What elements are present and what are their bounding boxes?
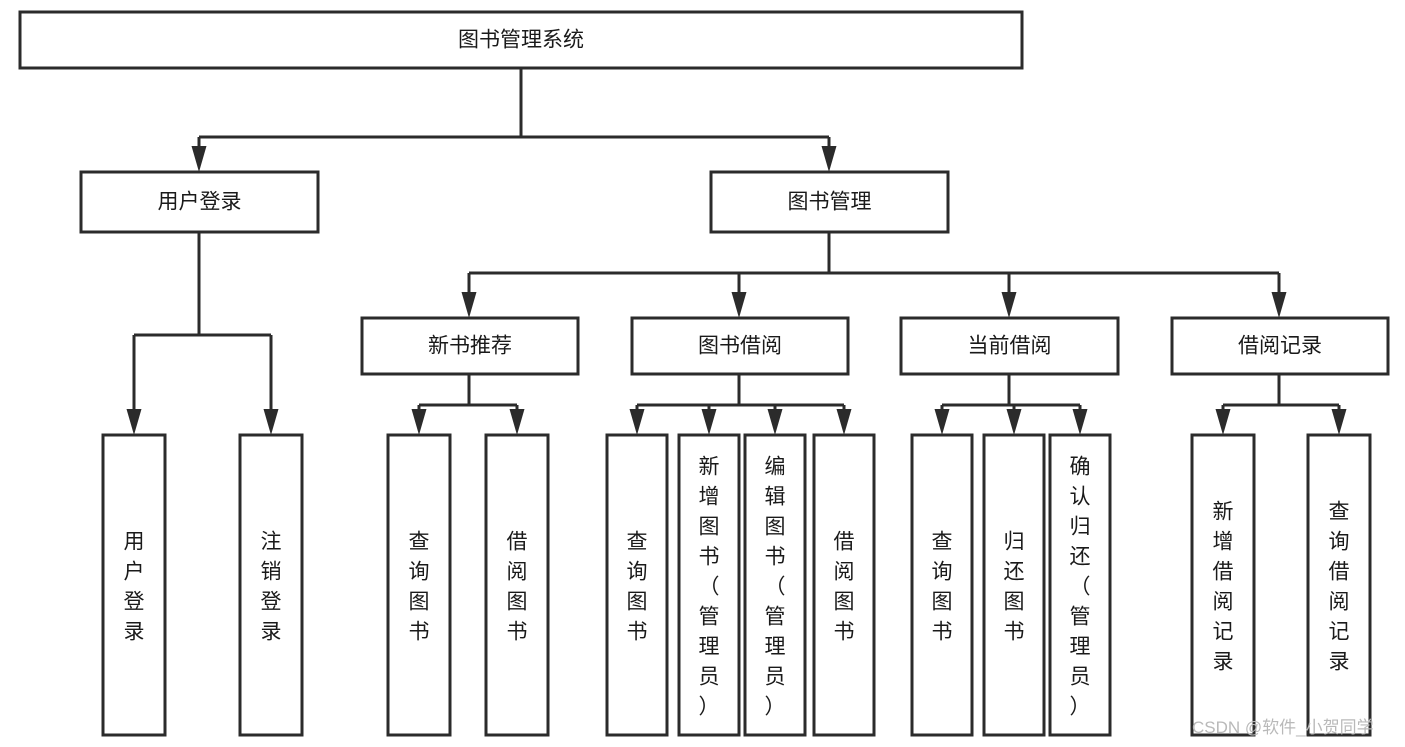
arrow-head-icon	[509, 409, 525, 435]
node-label: 查询借阅记录	[1329, 500, 1350, 673]
node-leaf-10[interactable]: 确认归还（管理员）	[1048, 433, 1112, 737]
arrow-head-icon	[126, 409, 142, 435]
node-label: 借阅图书	[507, 530, 528, 643]
node-leaf-4[interactable]: 查询图书	[605, 433, 669, 737]
node-label: 借阅图书	[834, 530, 855, 643]
csdn-watermark: CSDN @软件_小贺同学	[1192, 718, 1374, 737]
node-leaf-0[interactable]: 用户登录	[101, 433, 167, 737]
node-label: 新书推荐	[428, 335, 512, 358]
node-leaf-8[interactable]: 查询图书	[910, 433, 974, 737]
node-label: 注销登录	[261, 530, 282, 643]
node-label: 确认归还（管理员）	[1070, 455, 1091, 718]
node-label: 借阅记录	[1238, 335, 1322, 358]
connector-current-to-leaves	[934, 374, 1088, 435]
node-box[interactable]	[484, 433, 550, 737]
node-box[interactable]	[18, 10, 1024, 70]
arrow-head-icon	[731, 292, 747, 318]
connector-borrow-to-leaves	[629, 374, 852, 435]
node-label: 新增借阅记录	[1213, 500, 1234, 673]
node-leaf-9[interactable]: 归还图书	[982, 433, 1046, 737]
node-box[interactable]	[238, 433, 304, 737]
connector-record-to-leaves	[1215, 374, 1347, 435]
node-level2-0[interactable]: 用户登录	[79, 170, 320, 234]
arrow-head-icon	[1215, 409, 1231, 435]
node-box[interactable]	[743, 433, 807, 737]
node-box[interactable]	[360, 316, 580, 376]
nodes-layer: 图书管理系统用户登录图书管理新书推荐图书借阅当前借阅借阅记录用户登录注销登录查询…	[18, 10, 1390, 737]
node-box[interactable]	[1048, 433, 1112, 737]
node-label: 图书借阅	[698, 335, 782, 358]
arrow-head-icon	[263, 409, 279, 435]
node-label: 图书管理	[788, 191, 872, 214]
connector-book-mgmt-to-level3	[461, 232, 1287, 318]
node-box[interactable]	[982, 433, 1046, 737]
node-leaf-6[interactable]: 编辑图书（管理员）	[743, 433, 807, 737]
node-label: 归还图书	[1004, 530, 1025, 643]
arrow-head-icon	[934, 409, 950, 435]
node-box[interactable]	[899, 316, 1120, 376]
node-leaf-11[interactable]: 新增借阅记录	[1190, 433, 1256, 737]
node-box[interactable]	[605, 433, 669, 737]
node-box[interactable]	[677, 433, 741, 737]
arrow-head-icon	[836, 409, 852, 435]
connector-new-book-to-leaves	[411, 374, 525, 435]
node-level3-1[interactable]: 图书借阅	[630, 316, 850, 376]
node-level3-2[interactable]: 当前借阅	[899, 316, 1120, 376]
node-box[interactable]	[1190, 433, 1256, 737]
connector-user-login-to-leaves	[126, 232, 279, 435]
connectors-layer	[126, 68, 1347, 435]
node-box[interactable]	[630, 316, 850, 376]
arrow-head-icon	[191, 146, 207, 172]
node-leaf-3[interactable]: 借阅图书	[484, 433, 550, 737]
node-level3-0[interactable]: 新书推荐	[360, 316, 580, 376]
arrow-head-icon	[821, 146, 837, 172]
arrow-head-icon	[411, 409, 427, 435]
node-level2-1[interactable]: 图书管理	[709, 170, 950, 234]
node-leaf-12[interactable]: 查询借阅记录	[1306, 433, 1372, 737]
arrow-head-icon	[1271, 292, 1287, 318]
arrow-head-icon	[1331, 409, 1347, 435]
node-box[interactable]	[386, 433, 452, 737]
node-label: 用户登录	[124, 530, 145, 643]
node-box[interactable]	[79, 170, 320, 234]
node-box[interactable]	[101, 433, 167, 737]
node-box[interactable]	[1306, 433, 1372, 737]
arrow-head-icon	[701, 409, 717, 435]
node-label: 查询图书	[932, 530, 953, 643]
arrow-head-icon	[1072, 409, 1088, 435]
node-label: 用户登录	[158, 191, 242, 214]
node-label: 新增图书（管理员）	[699, 455, 720, 718]
node-leaf-5[interactable]: 新增图书（管理员）	[677, 433, 741, 737]
node-leaf-7[interactable]: 借阅图书	[812, 433, 876, 737]
connector-root-to-level2	[191, 68, 837, 172]
arrow-head-icon	[629, 409, 645, 435]
node-label: 查询图书	[627, 530, 648, 643]
node-box[interactable]	[910, 433, 974, 737]
node-level3-3[interactable]: 借阅记录	[1170, 316, 1390, 376]
node-leaf-2[interactable]: 查询图书	[386, 433, 452, 737]
arrow-head-icon	[1001, 292, 1017, 318]
node-root-0[interactable]: 图书管理系统	[18, 10, 1024, 70]
node-leaf-1[interactable]: 注销登录	[238, 433, 304, 737]
arrow-head-icon	[461, 292, 477, 318]
node-label: 编辑图书（管理员）	[765, 455, 786, 718]
node-label: 当前借阅	[968, 335, 1052, 358]
node-box[interactable]	[709, 170, 950, 234]
arrow-head-icon	[767, 409, 783, 435]
node-box[interactable]	[1170, 316, 1390, 376]
node-box[interactable]	[812, 433, 876, 737]
node-label: 查询图书	[409, 530, 430, 643]
arrow-head-icon	[1006, 409, 1022, 435]
node-label: 图书管理系统	[458, 29, 584, 52]
